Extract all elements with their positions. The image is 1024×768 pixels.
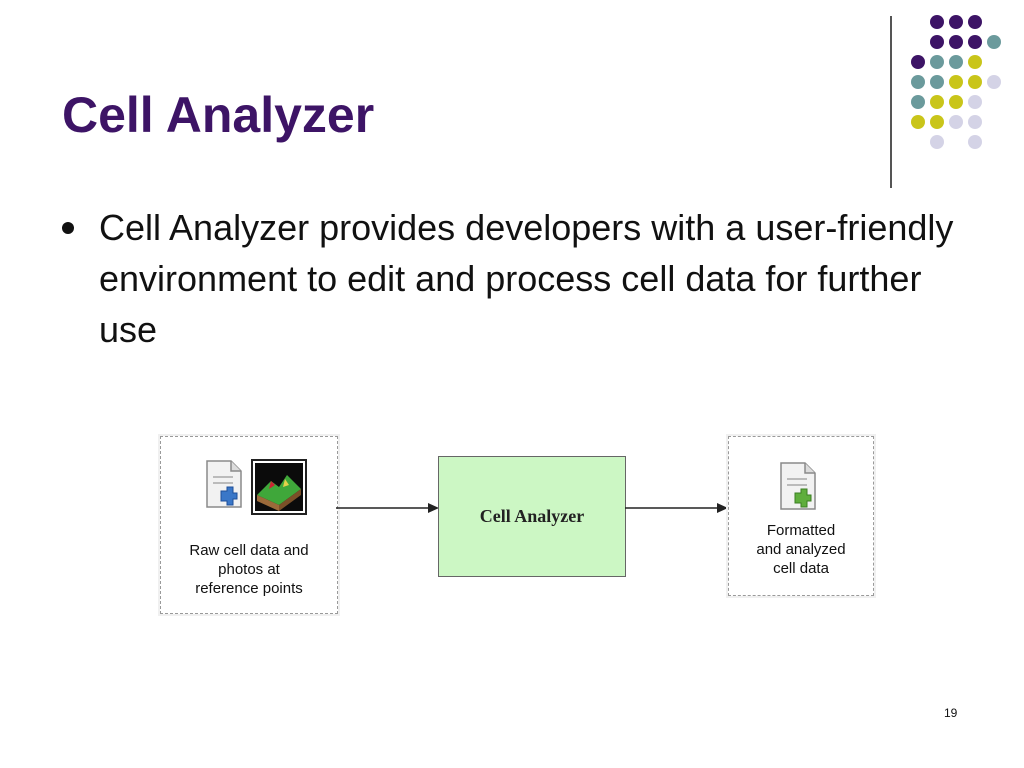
- bullet-dot: [62, 222, 74, 234]
- bullet-item: Cell Analyzer provides developers with a…: [62, 202, 982, 355]
- decorative-dot: [930, 135, 944, 149]
- page-number: 19: [944, 706, 958, 720]
- decorative-divider: [890, 16, 892, 188]
- input-label-line-2: photos at: [218, 561, 280, 578]
- arrow-to-output: [625, 503, 728, 513]
- data-file-icon: [206, 460, 242, 508]
- decorative-dot: [949, 55, 963, 69]
- decorative-dot: [949, 15, 963, 29]
- terrain-photo-icon: [251, 459, 307, 515]
- analyzer-box: Cell Analyzer: [438, 456, 626, 577]
- flow-diagram: Raw cell data and photos at reference po…: [156, 432, 876, 618]
- decorative-dot: [949, 35, 963, 49]
- decorative-dot: [930, 15, 944, 29]
- decorative-dot: [930, 115, 944, 129]
- decorative-dot: [911, 95, 925, 109]
- bullet-text: Cell Analyzer provides developers with a…: [99, 207, 954, 350]
- decorative-dot: [911, 115, 925, 129]
- output-box: Formatted and analyzed cell data: [728, 436, 874, 596]
- decorative-dot: [949, 115, 963, 129]
- arrow-to-analyzer: [336, 503, 439, 513]
- decorative-dot: [949, 95, 963, 109]
- decorative-dot: [987, 75, 1001, 89]
- decorative-dot: [930, 75, 944, 89]
- decorative-dot: [968, 35, 982, 49]
- decorative-dot: [968, 15, 982, 29]
- decorative-dot: [968, 115, 982, 129]
- output-label-line-2: and analyzed: [756, 541, 846, 558]
- analyzer-label: Cell Analyzer: [479, 506, 585, 526]
- decorative-dot: [968, 55, 982, 69]
- decorative-dot: [930, 95, 944, 109]
- decorative-dot: [949, 75, 963, 89]
- decorative-dot-grid: [911, 15, 1001, 149]
- decorative-dot: [911, 55, 925, 69]
- slide-title: Cell Analyzer: [62, 87, 375, 143]
- decorative-dot: [930, 55, 944, 69]
- decorative-dot: [987, 35, 1001, 49]
- input-label-line-3: reference points: [195, 580, 303, 597]
- output-label-line-3: cell data: [773, 560, 829, 577]
- decorative-dot: [911, 75, 925, 89]
- decorative-dot: [968, 75, 982, 89]
- output-label-line-1: Formatted: [766, 522, 836, 539]
- decorative-dot: [968, 95, 982, 109]
- input-label-line-1: Raw cell data and: [189, 542, 309, 559]
- data-file-icon: [780, 462, 816, 510]
- input-box: Raw cell data and photos at reference po…: [160, 436, 338, 614]
- decorative-dot: [968, 135, 982, 149]
- decorative-dot: [930, 35, 944, 49]
